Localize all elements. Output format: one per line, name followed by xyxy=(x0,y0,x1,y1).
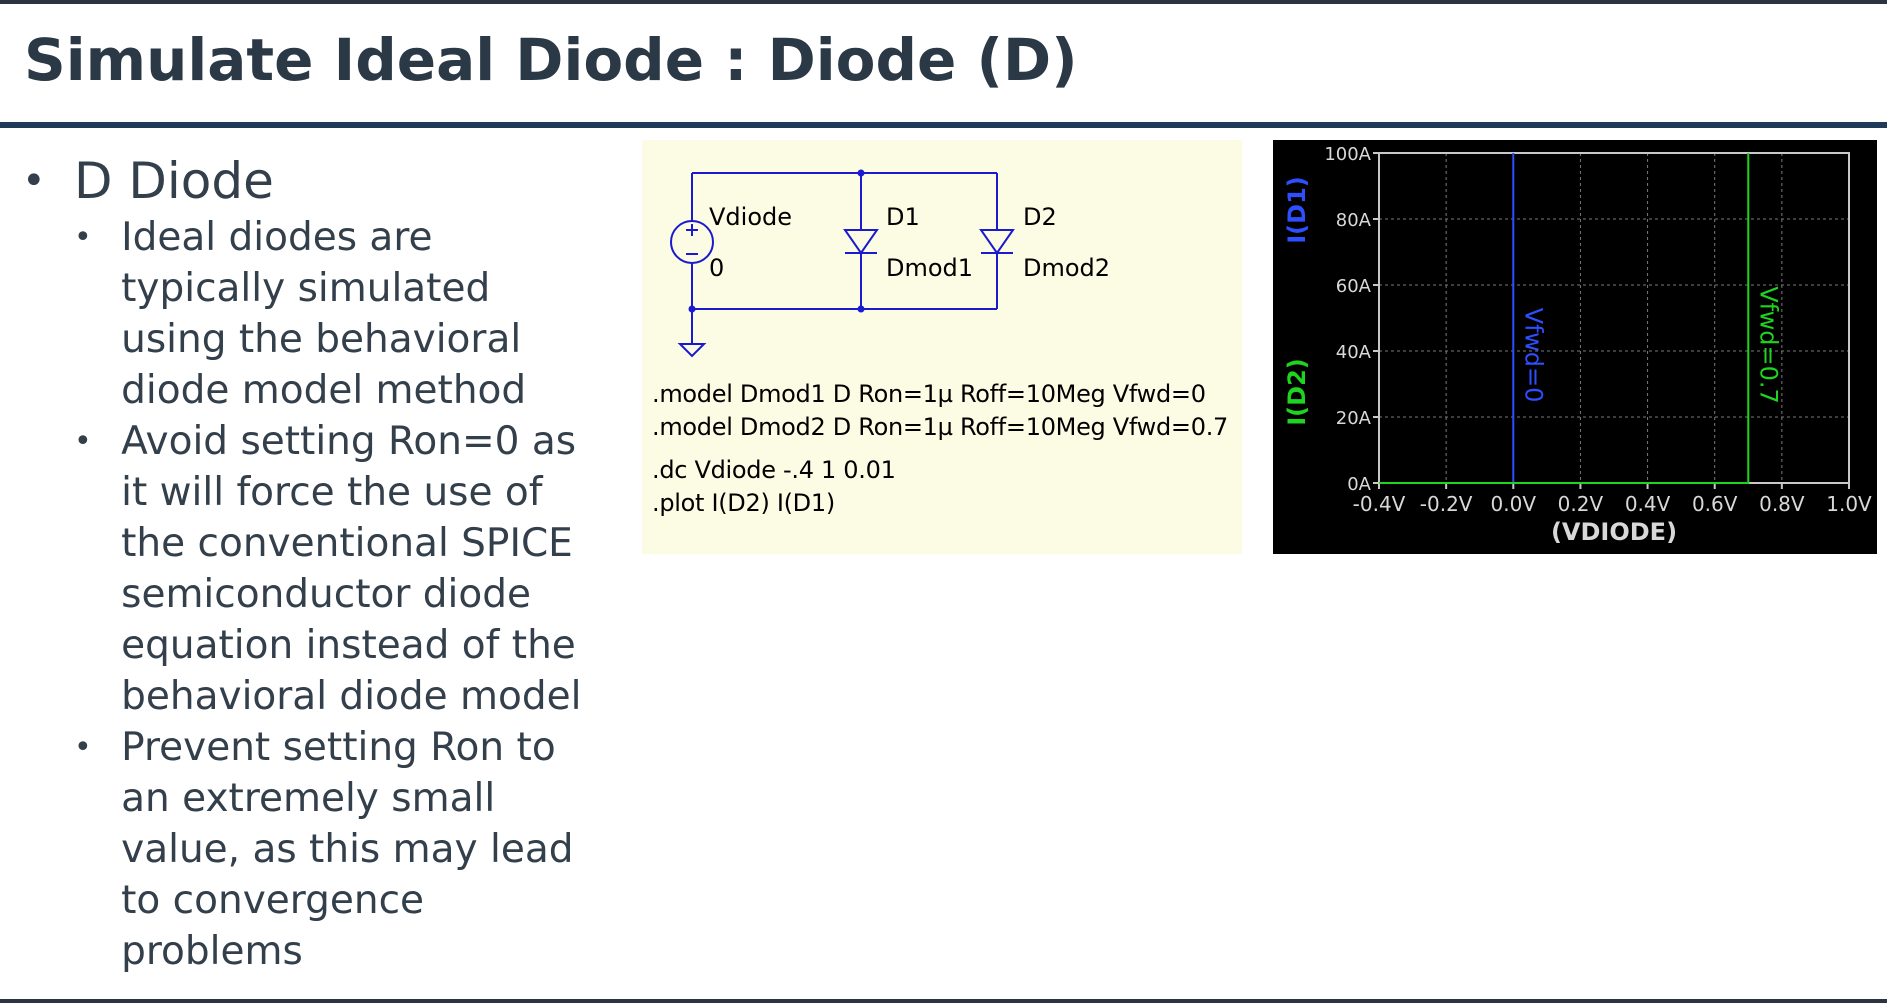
y-tick-label: 80A xyxy=(1336,210,1372,231)
x-tick-label: 0.2V xyxy=(1558,492,1604,516)
schematic-drawing: Vdiode 0 D1 Dmod1 D2 Dmod2 xyxy=(670,169,1110,358)
diode-d2-icon xyxy=(979,229,1015,255)
source-name-label: Vdiode xyxy=(709,203,792,231)
sub-bullet-list: • Ideal diodes are typically simulated u… xyxy=(74,212,602,977)
y-tick-label: 100A xyxy=(1324,144,1371,165)
bullet-dot: • xyxy=(22,158,46,204)
bottom-rule xyxy=(0,999,1887,1003)
bullet-main-text: D Diode xyxy=(74,152,274,210)
annotation-label: Vfwd=0.7 xyxy=(1754,286,1782,404)
slide-title: Simulate Ideal Diode : Diode (D) xyxy=(24,26,1078,94)
y-axis-label-bottom: I(D2) xyxy=(1283,358,1311,426)
y-axis-label-top: I(D1) xyxy=(1283,176,1311,244)
sub-bullet: • Avoid setting Ron=0 as it will force t… xyxy=(74,416,602,722)
bullet-main: • D Diode xyxy=(22,150,602,212)
sub-bullet-text: Prevent setting Ron to an extremely smal… xyxy=(121,725,574,974)
bullet-list: • D Diode • Ideal diodes are typically s… xyxy=(22,150,602,977)
netlist-line: .dc Vdiode -.4 1 0.01 xyxy=(652,456,896,484)
bullet-dot: • xyxy=(74,730,92,765)
x-axis-label: (VDIODE) xyxy=(1551,518,1677,546)
ground-icon xyxy=(677,343,707,358)
sub-bullet-text: Avoid setting Ron=0 as it will force the… xyxy=(121,419,582,719)
x-tick-label: 0.8V xyxy=(1759,492,1805,516)
diode-d1-icon xyxy=(843,229,879,255)
x-tick-label: 0.0V xyxy=(1491,492,1537,516)
netlist-line: .plot I(D2) I(D1) xyxy=(652,489,835,517)
y-tick-label: 20A xyxy=(1336,408,1372,429)
y-tick-label: 40A xyxy=(1336,342,1372,363)
bullet-dot: • xyxy=(74,424,92,459)
top-rule xyxy=(0,0,1887,4)
x-tick-label: -0.2V xyxy=(1420,492,1473,516)
sub-bullet: • Ideal diodes are typically simulated u… xyxy=(74,212,602,416)
annotation-label: Vfwd=0 xyxy=(1519,308,1547,403)
junction-dot xyxy=(688,305,696,313)
d2-model-label: Dmod2 xyxy=(1023,254,1110,282)
title-rule xyxy=(0,122,1887,128)
source-value-label: 0 xyxy=(709,254,724,282)
x-tick-label: 1.0V xyxy=(1826,492,1872,516)
d2-name-label: D2 xyxy=(1023,203,1057,231)
netlist-line: .model Dmod1 D Ron=1µ Roff=10Meg Vfwd=0 xyxy=(652,380,1206,408)
circuit-schematic: Vdiode 0 D1 Dmod1 D2 Dmod2 .model Dmod1 … xyxy=(642,140,1242,554)
d1-name-label: D1 xyxy=(886,203,920,231)
d1-model-label: Dmod1 xyxy=(886,254,973,282)
netlist-line: .model Dmod2 D Ron=1µ Roff=10Meg Vfwd=0.… xyxy=(652,413,1228,441)
waveform-plot: -0.4V -0.2V 0.0V 0.2V 0.4V 0.6V 0.8V 1.0V 0A 20A 4… xyxy=(1273,140,1877,554)
spice-netlist: .model Dmod1 D Ron=1µ Roff=10Meg Vfwd=0 … xyxy=(652,378,1228,520)
junction-dot xyxy=(857,305,865,313)
series-line-id2 xyxy=(1379,153,1750,484)
y-tick-label: 0A xyxy=(1347,474,1371,495)
y-tick-label: 60A xyxy=(1336,276,1372,297)
sub-bullet: • Prevent setting Ron to an extremely sm… xyxy=(74,722,602,977)
plot-canvas: -0.4V -0.2V 0.0V 0.2V 0.4V 0.6V 0.8V 1.0V 0A 20A 4… xyxy=(1283,144,1872,546)
x-tick-label: 0.4V xyxy=(1625,492,1671,516)
junction-dot xyxy=(857,169,865,177)
x-tick-label: -0.4V xyxy=(1353,492,1406,516)
sub-bullet-text: Ideal diodes are typically simulated usi… xyxy=(121,215,527,413)
bullet-dot: • xyxy=(74,220,92,255)
x-tick-label: 0.6V xyxy=(1692,492,1738,516)
